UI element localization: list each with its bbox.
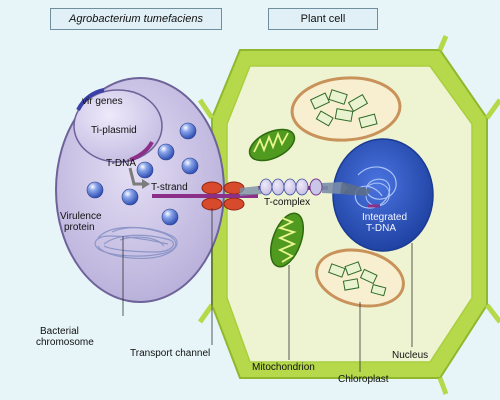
chloroplast-bottom (315, 248, 405, 308)
t-dna-segment (129, 141, 154, 162)
leader-lines (122, 208, 413, 372)
chloroplast-label: Chloroplast (338, 374, 389, 385)
t-complex-label: T-complex (264, 197, 311, 208)
bacterial-chromosome-label-line1: Bacterial (40, 326, 79, 337)
vir-genes-segment (76, 88, 105, 111)
bacterial-chromosome-label-line2: chromosome (36, 337, 94, 348)
mitochondrion-bottom (269, 212, 305, 268)
mitochondrion-label: Mitochondrion (252, 362, 315, 373)
t-strand-label: T-strand (151, 182, 188, 193)
bacterium-header: Agrobacterium tumefaciens (50, 8, 222, 30)
agrobacterium-cell (55, 77, 225, 303)
nucleus (332, 138, 434, 252)
t-complex (258, 178, 372, 196)
ti-plasmid (73, 89, 163, 163)
integrated-t-dna-label-line1: Integrated (362, 212, 408, 223)
t-dna-label: T-DNA (106, 158, 136, 169)
ti-plasmid-label: Ti-plasmid (91, 125, 137, 136)
chloroplast-top (290, 76, 402, 142)
transport-channel-label: Transport channel (130, 348, 211, 359)
bacterial-chromosome (94, 226, 178, 259)
virulence-proteins (86, 122, 199, 226)
plant-cell-header: Plant cell (268, 8, 378, 30)
vir-genes-label: vir genes (82, 96, 123, 107)
virulence-protein-label-line1: Virulence (60, 211, 102, 222)
integrated-t-dna-label-line2: T-DNA (366, 223, 396, 234)
nucleus-label: Nucleus (392, 350, 429, 361)
virulence-protein-label-line2: protein (64, 222, 95, 233)
transport-channel (201, 181, 262, 211)
mitochondrion-top (248, 128, 296, 162)
